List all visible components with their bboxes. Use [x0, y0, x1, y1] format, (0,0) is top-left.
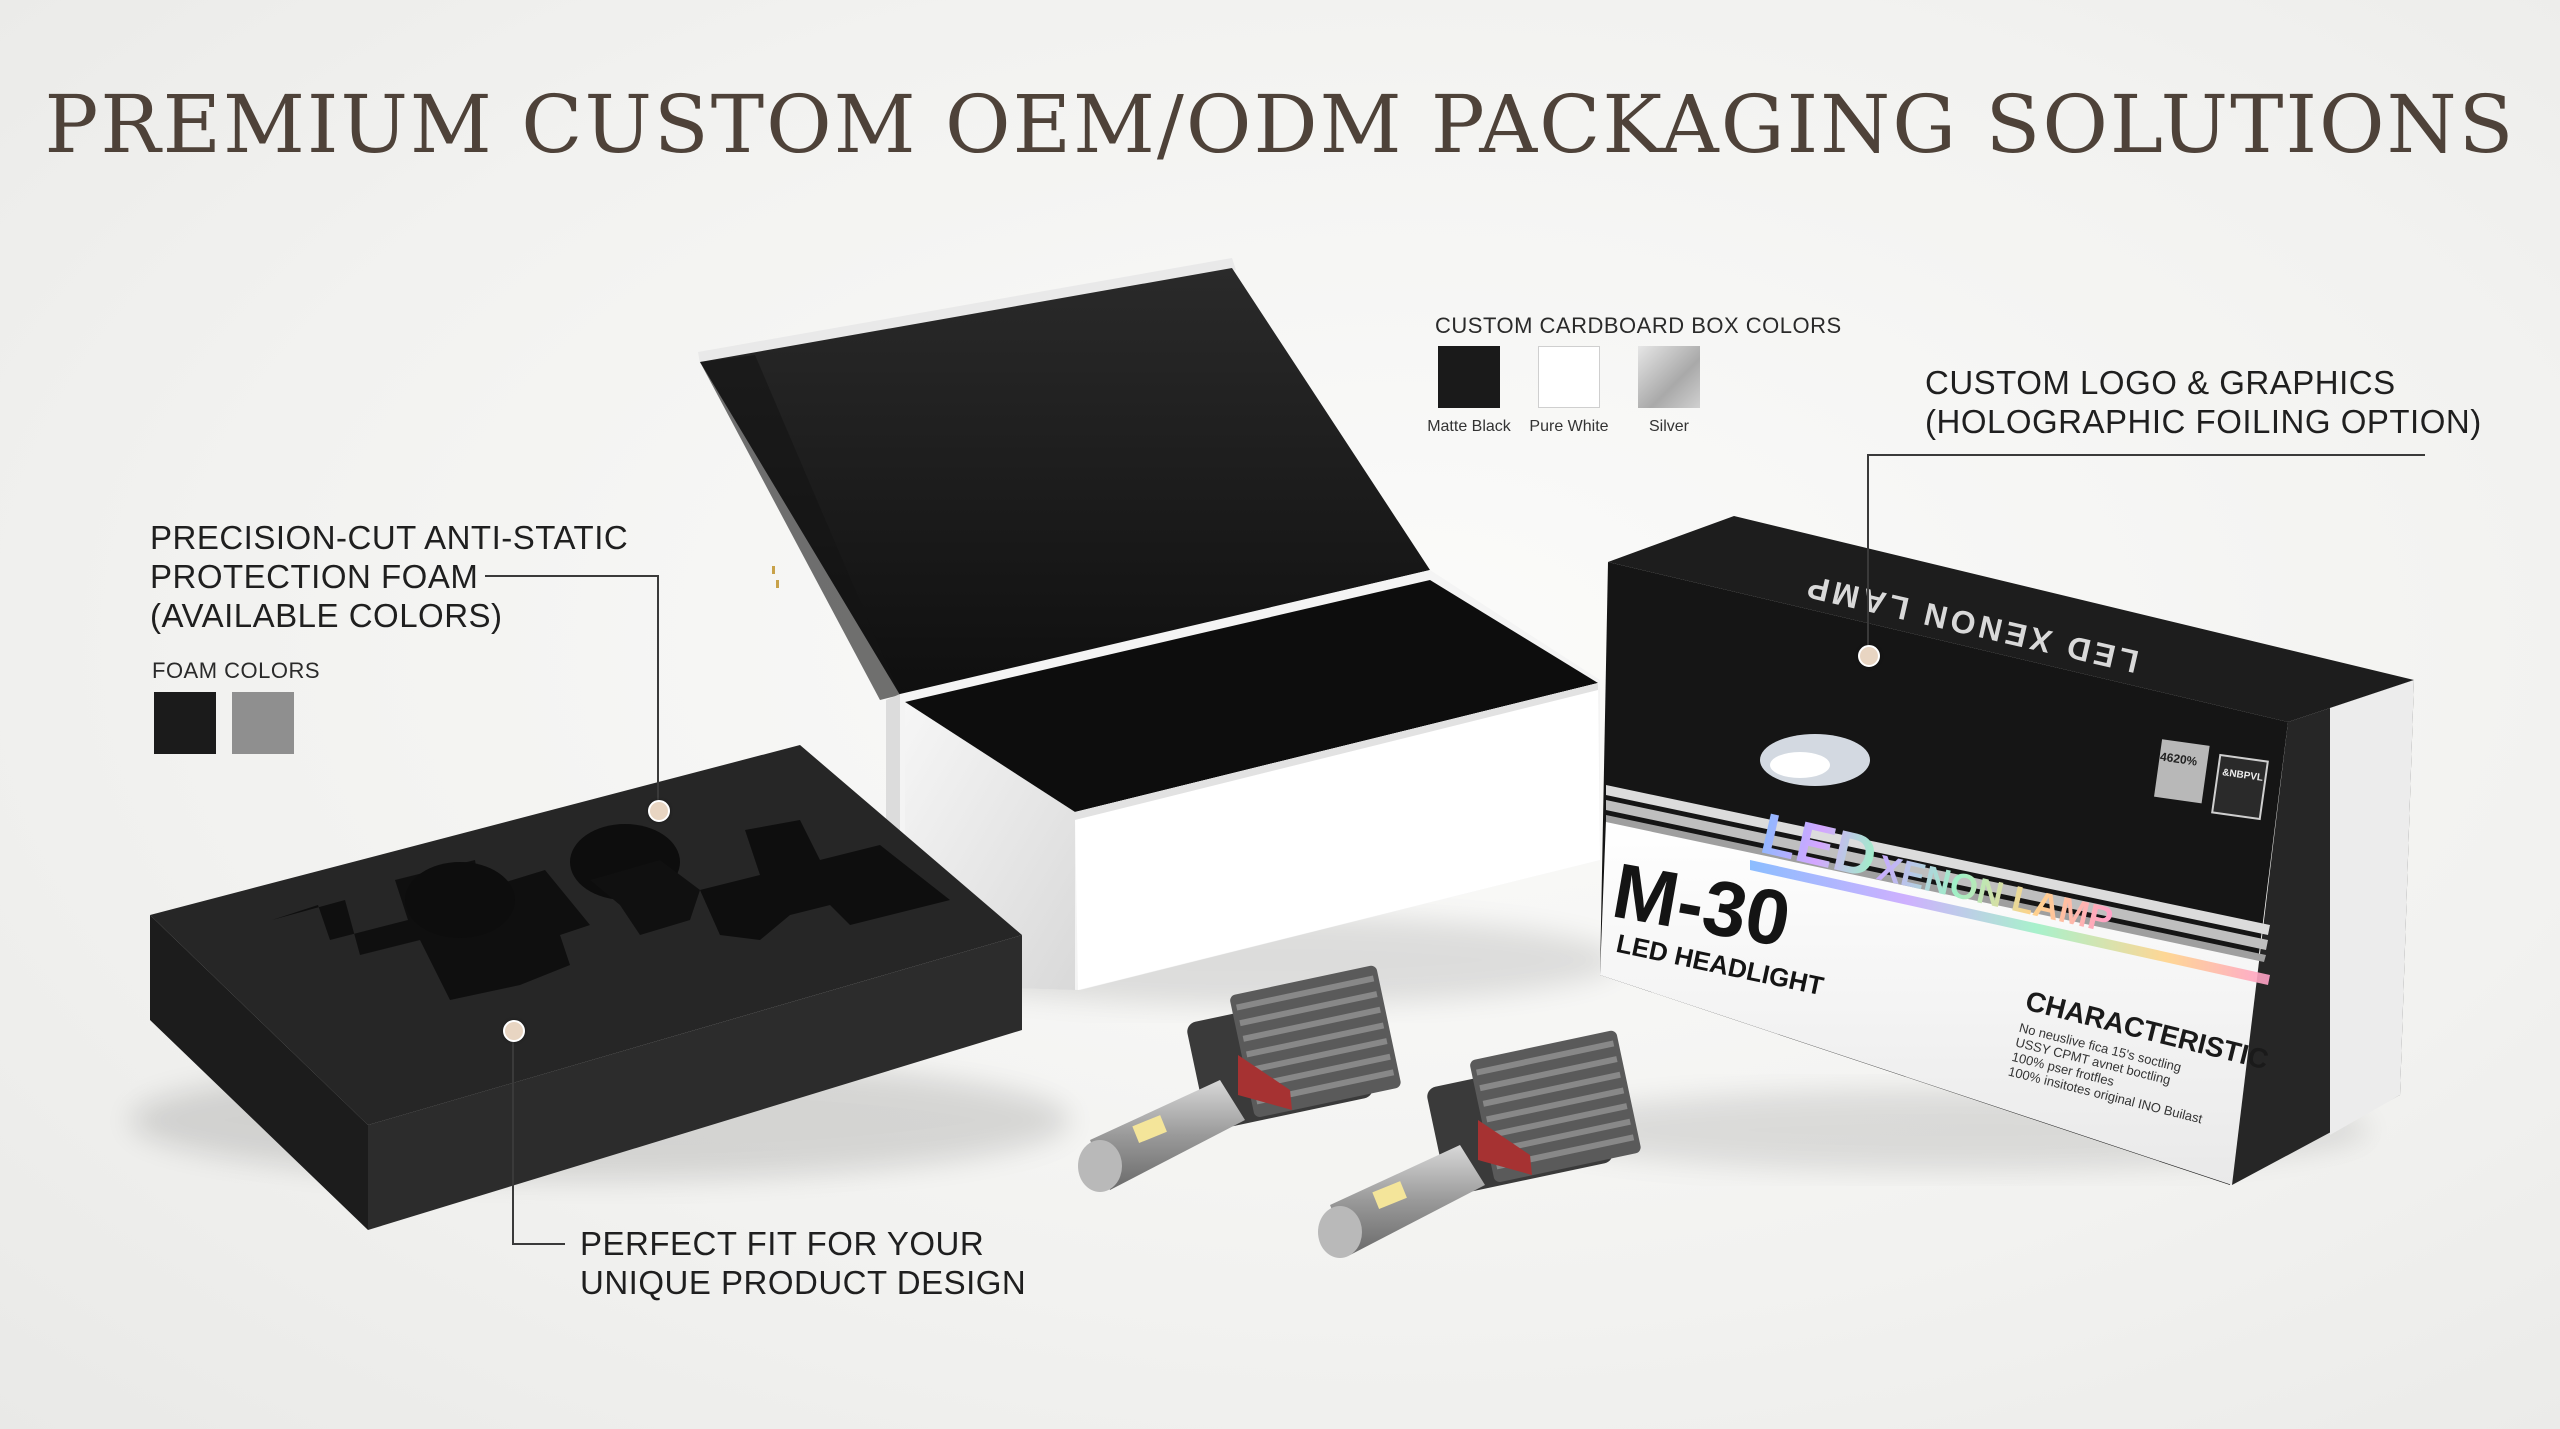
foam-tray: [150, 745, 1022, 1230]
fit-callout-line-1: PERFECT FIT FOR YOUR: [580, 1225, 985, 1262]
open-gift-box: [698, 258, 1600, 990]
fit-callout: PERFECT FIT FOR YOUR UNIQUE PRODUCT DESI…: [580, 1224, 1026, 1302]
logo-callout-line-2: (HOLOGRAPHIC FOILING OPTION): [1925, 403, 2482, 440]
box-swatch-matte-black: [1438, 346, 1500, 408]
fit-callout-line: [512, 1030, 565, 1245]
foam-swatch-black: [154, 692, 216, 754]
led-bulb-left: [1078, 965, 1401, 1192]
foam-colors-heading: FOAM COLORS: [152, 658, 321, 683]
logo-callout-line: [1867, 454, 2425, 655]
box-swatch-caption: Silver: [1648, 418, 1689, 435]
foam-callout-dot: [648, 800, 670, 822]
led-bulb-right: [1318, 1030, 1641, 1258]
foam-swatch-gray: [232, 692, 294, 754]
foam-callout-line-3: (AVAILABLE COLORS): [150, 597, 503, 634]
foam-callout-line-1: PRECISION-CUT ANTI-STATIC: [150, 519, 629, 556]
fit-callout-line-2: UNIQUE PRODUCT DESIGN: [580, 1264, 1027, 1301]
foam-callout: PRECISION-CUT ANTI-STATIC PROTECTION FOA…: [150, 518, 628, 635]
page-title: PREMIUM CUSTOM OEM/ODM PACKAGING SOLUTIO…: [44, 78, 2516, 171]
foam-callout-line-2: PROTECTION FOAM: [150, 558, 479, 595]
logo-callout: CUSTOM LOGO & GRAPHICS (HOLOGRAPHIC FOIL…: [1925, 363, 2482, 441]
foam-callout-line: [485, 575, 659, 808]
box-colors-heading: CUSTOM CARDBOARD BOX COLORS: [1435, 313, 1842, 338]
product-box: [1600, 516, 2414, 1185]
logo-callout-dot: [1858, 645, 1880, 667]
box-swatch-pure-white: [1538, 346, 1600, 408]
box-swatch-caption: Matte Black: [1427, 418, 1511, 435]
box-swatch-silver: [1638, 346, 1700, 408]
logo-callout-line-1: CUSTOM LOGO & GRAPHICS: [1925, 364, 2396, 401]
fit-callout-dot: [503, 1020, 525, 1042]
box-swatch-caption: Pure White: [1529, 418, 1609, 435]
